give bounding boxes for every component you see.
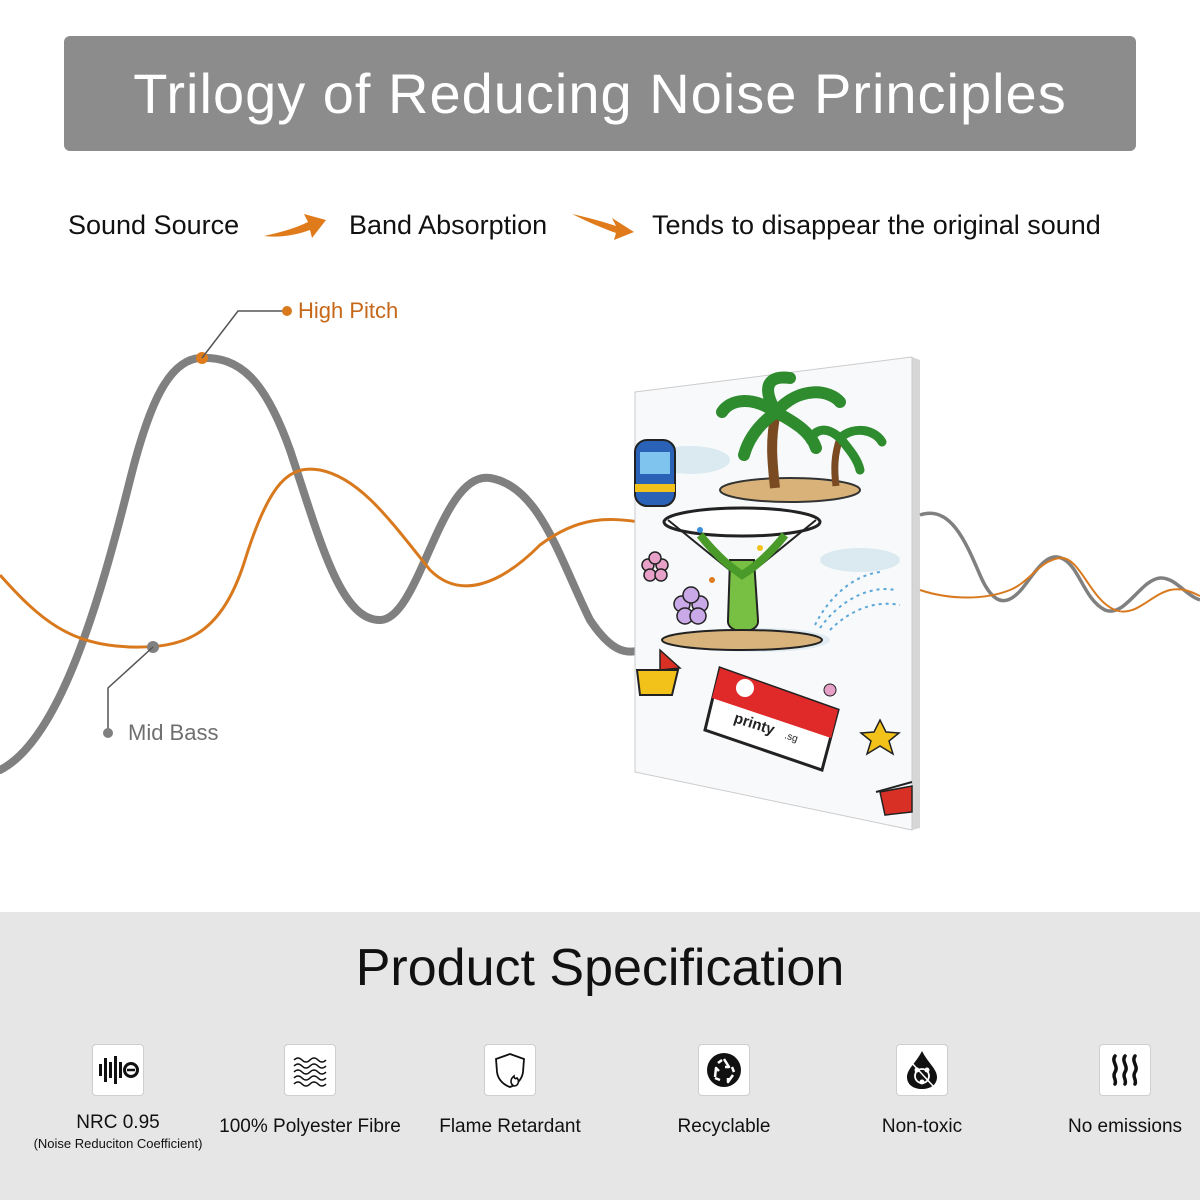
product-specification-section	[0, 912, 1200, 1200]
title-banner: Trilogy of Reducing Noise Principles	[64, 36, 1136, 151]
mid-bass-wave	[0, 467, 641, 649]
arrow-right-icon	[264, 214, 326, 238]
spec-item-no-emissions: No emissions	[1040, 1044, 1200, 1138]
sound-wave-icon	[92, 1044, 144, 1096]
spec-label: No emissions	[1067, 1116, 1183, 1137]
attenuated-gray-wave	[919, 511, 1200, 613]
spec-sublabel: (Noise Reduciton Coefficient)	[33, 1136, 203, 1151]
spec-item-polyester: 100% Polyester Fibre	[205, 1044, 415, 1138]
heat-waves-icon	[1099, 1044, 1151, 1096]
spec-label: 100% Polyester Fibre	[219, 1116, 401, 1137]
singapore-flag: printy .sg	[703, 666, 840, 772]
spec-item-recyclable: Recyclable	[634, 1044, 814, 1138]
recycle-icon	[698, 1044, 750, 1096]
high-pitch-wave	[0, 353, 644, 774]
drop-icon	[896, 1044, 948, 1096]
spec-label: NRC 0.95	[76, 1112, 160, 1133]
acoustic-panel: printy .sg	[634, 356, 920, 831]
flow-step-band-absorption: Band Absorption	[349, 210, 548, 240]
noise-reduction-diagram: printy .sg	[0, 306, 1200, 831]
flag-brand-suffix: .sg	[783, 730, 799, 745]
flow-step-sound-source: Sound Source	[68, 210, 240, 240]
spec-label: Recyclable	[677, 1116, 771, 1137]
fibre-waves-icon	[284, 1044, 336, 1096]
arrow-right-icon	[572, 214, 634, 240]
attenuated-orange-wave	[919, 556, 1200, 613]
page-title: Trilogy of Reducing Noise Principles	[133, 62, 1067, 125]
mid-bass-label: Mid Bass	[128, 720, 219, 745]
spec-title: Product Specification	[355, 939, 845, 997]
flow-step-disappear: Tends to disappear the original sound	[652, 210, 1101, 240]
spec-label: Non-toxic	[881, 1116, 963, 1137]
high-pitch-label: High Pitch	[298, 298, 399, 323]
spec-label: Flame Retardant	[439, 1116, 581, 1137]
shield-flame-icon	[484, 1044, 536, 1096]
spec-item-flame: Flame Retardant	[420, 1044, 600, 1138]
spec-item-nrc: NRC 0.95 (Noise Reduciton Coefficient)	[28, 1044, 208, 1151]
spec-item-nontoxic: Non-toxic	[832, 1044, 1012, 1138]
